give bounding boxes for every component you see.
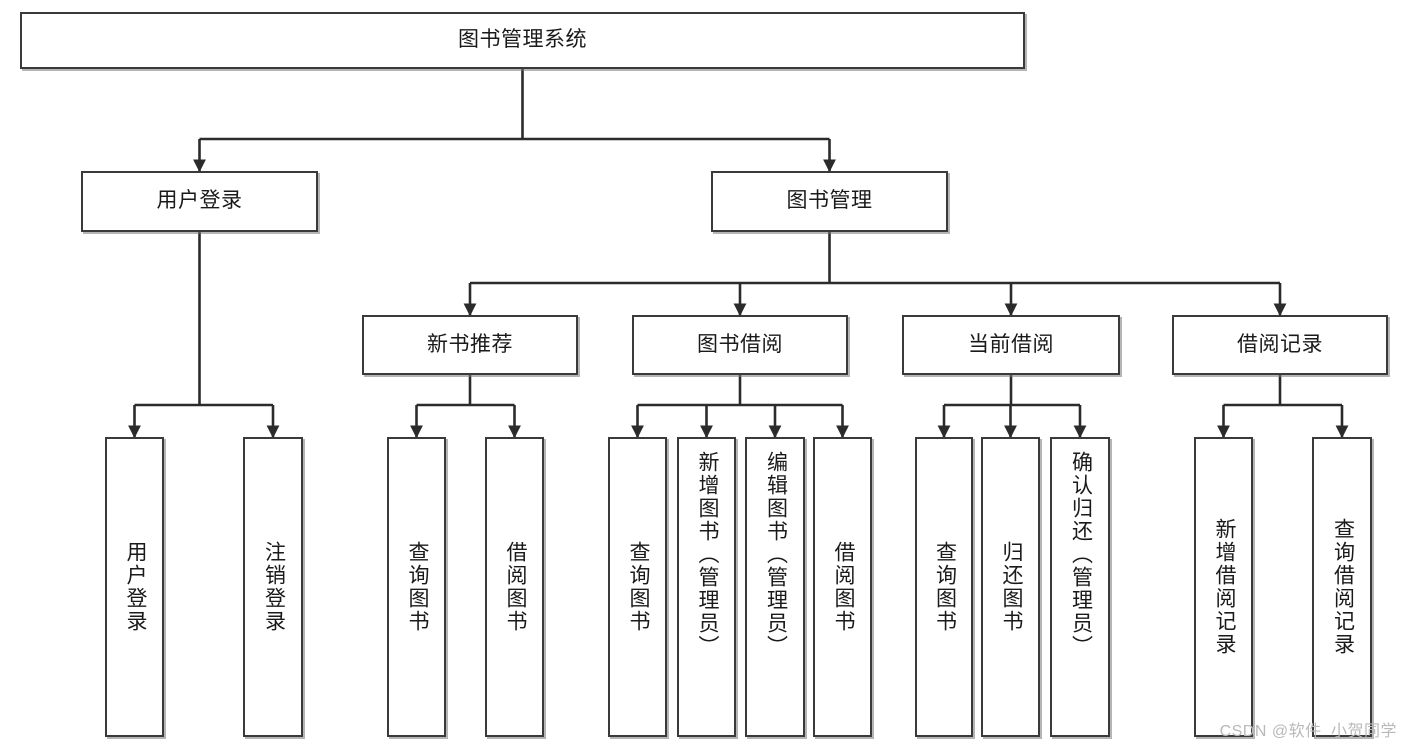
node-label: 查询图书 — [626, 541, 650, 633]
node-label: 用户登录 — [123, 541, 147, 633]
node-book-manage[interactable]: 图书管理 — [711, 171, 948, 232]
node-leaf-confirm-return[interactable]: 确认归还（管理员） — [1050, 437, 1110, 737]
node-borrow-record[interactable]: 借阅记录 — [1172, 315, 1388, 375]
node-root[interactable]: 图书管理系统 — [20, 12, 1025, 69]
node-new-book-rec[interactable]: 新书推荐 — [362, 315, 578, 375]
node-label: 借阅图书 — [503, 541, 527, 633]
node-current-borrow[interactable]: 当前借阅 — [902, 315, 1120, 375]
node-leaf-add-record[interactable]: 新增借阅记录 — [1194, 437, 1253, 737]
node-leaf-borrow-book-1[interactable]: 借阅图书 — [485, 437, 544, 737]
node-leaf-user-login[interactable]: 用户登录 — [105, 437, 164, 737]
node-label: 借阅图书 — [831, 541, 855, 633]
node-label: 确认归还（管理员） — [1069, 451, 1093, 658]
node-leaf-query-record[interactable]: 查询借阅记录 — [1312, 437, 1372, 737]
node-label: 归还图书 — [999, 541, 1023, 633]
node-leaf-add-book[interactable]: 新增图书（管理员） — [677, 437, 736, 737]
node-label: 查询图书 — [405, 541, 429, 633]
node-label: 图书借阅 — [697, 332, 783, 356]
node-label: 新增图书（管理员） — [695, 451, 719, 658]
node-label: 新增借阅记录 — [1212, 518, 1236, 656]
node-label: 当前借阅 — [968, 332, 1054, 356]
node-label: 注销登录 — [262, 541, 286, 633]
node-label: 查询借阅记录 — [1331, 518, 1355, 656]
node-label: 用户登录 — [156, 189, 243, 213]
node-leaf-user-logout[interactable]: 注销登录 — [243, 437, 303, 737]
node-label: 编辑图书（管理员） — [764, 451, 788, 658]
node-label: 图书管理系统 — [458, 28, 587, 52]
node-label: 借阅记录 — [1237, 332, 1323, 356]
node-label: 新书推荐 — [427, 332, 513, 356]
node-leaf-borrow-book-2[interactable]: 借阅图书 — [813, 437, 872, 737]
node-user-login[interactable]: 用户登录 — [81, 171, 318, 232]
node-label: 图书管理 — [786, 189, 873, 213]
node-book-borrow[interactable]: 图书借阅 — [632, 315, 848, 375]
node-leaf-return-book[interactable]: 归还图书 — [981, 437, 1040, 737]
node-label: 查询图书 — [933, 541, 957, 633]
node-leaf-edit-book[interactable]: 编辑图书（管理员） — [745, 437, 805, 737]
node-leaf-query-book-1[interactable]: 查询图书 — [387, 437, 446, 737]
node-leaf-query-book-2[interactable]: 查询图书 — [608, 437, 667, 737]
node-leaf-query-book-3[interactable]: 查询图书 — [915, 437, 973, 737]
